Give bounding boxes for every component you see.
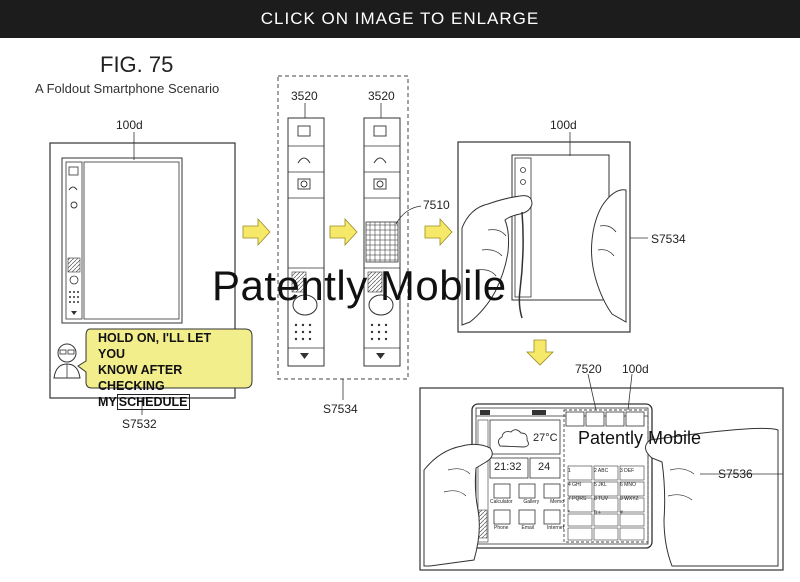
bubble-line-3-prefix: MY	[98, 395, 117, 409]
ref-s7532: S7532	[122, 417, 157, 431]
ref-7510: 7510	[423, 198, 450, 212]
dial-key[interactable]: 3 DEF	[620, 468, 635, 474]
ref-s7536: S7536	[718, 467, 753, 481]
dial-key[interactable]: 6 MNO	[620, 482, 636, 488]
app-internet[interactable]: Internet	[547, 525, 564, 531]
ref-s7534-bottom: S7534	[323, 402, 358, 416]
dial-key[interactable]: 5 JKL	[594, 482, 607, 488]
bubble-line-2: KNOW AFTER CHECKING	[98, 363, 183, 393]
bubble-line-1: HOLD ON, I'LL LET YOU	[98, 331, 212, 361]
speech-bubble-text: HOLD ON, I'LL LET YOU KNOW AFTER CHECKIN…	[98, 330, 240, 410]
ref-100d-middle: 100d	[550, 118, 577, 132]
ref-s7534-right: S7534	[651, 232, 686, 246]
dial-key[interactable]: 2 ABC	[594, 468, 609, 474]
app-labels-row-2: Phone Email Internet	[494, 525, 564, 531]
panel-s7532	[49, 132, 253, 415]
figure-subtitle: A Foldout Smartphone Scenario	[35, 81, 220, 96]
panel-s7534-narrow	[277, 75, 422, 400]
schedule-word: SCHEDULE	[116, 394, 190, 410]
temperature-label: 27°C	[533, 432, 558, 444]
panel-s7534-unfold	[457, 132, 648, 333]
panel-s7536-tablet	[419, 373, 784, 571]
figure-title: FIG. 75	[100, 52, 174, 77]
app-email[interactable]: Email	[521, 525, 534, 531]
time-label: 21:32	[494, 461, 522, 473]
ref-7520: 7520	[575, 362, 602, 376]
dial-key[interactable]: 8 TUV	[594, 496, 609, 502]
dial-key[interactable]: 0 +	[594, 510, 602, 516]
dial-key[interactable]: *	[568, 510, 570, 516]
dial-key[interactable]: 9 WXYZ	[620, 496, 639, 502]
dial-key[interactable]: 1	[568, 468, 571, 474]
dialpad-keys: 1 2 ABC 3 DEF 4 GHI 5 JKL 6 MNO 7 PQRS 8…	[568, 468, 646, 516]
watermark-small: Patently Mobile	[578, 428, 702, 448]
ref-3520-a: 3520	[291, 89, 318, 103]
top-banner[interactable]: CLICK ON IMAGE TO ENLARGE	[0, 0, 800, 38]
app-gallery[interactable]: Gallery	[523, 499, 540, 505]
app-labels-row-1: Calculator Gallery Memo	[490, 499, 564, 505]
ref-3520-b: 3520	[368, 89, 395, 103]
dial-key[interactable]: #	[620, 510, 623, 516]
date-label: 24	[538, 461, 551, 473]
dial-key[interactable]: 4 GHI	[568, 482, 582, 488]
dial-key[interactable]: 7 PQRS	[568, 496, 587, 502]
app-memo[interactable]: Memo	[550, 499, 564, 505]
watermark-large: Patently Mobile	[212, 262, 507, 309]
ref-100d-right: 100d	[622, 362, 649, 376]
app-phone[interactable]: Phone	[494, 525, 509, 531]
ref-100d-left: 100d	[116, 118, 143, 132]
flow-arrows	[242, 217, 554, 366]
app-calculator[interactable]: Calculator	[490, 499, 513, 505]
